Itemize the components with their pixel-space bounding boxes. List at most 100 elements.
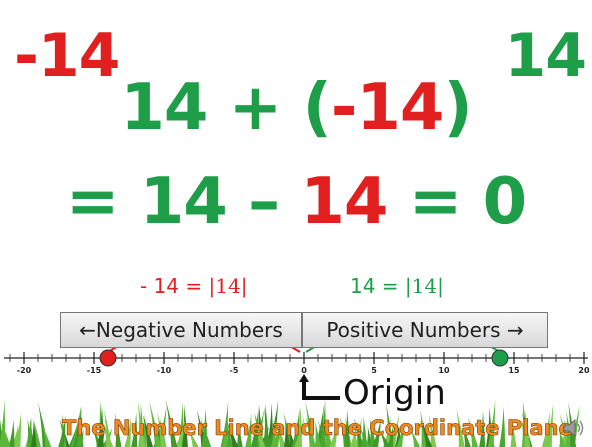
grass-blade [456, 408, 465, 447]
grass-blade [322, 411, 333, 447]
grass-blade [250, 407, 259, 447]
grass-blade [274, 416, 286, 447]
grass-blade [8, 419, 15, 447]
grass-blade [156, 411, 167, 447]
grass-blade [263, 403, 270, 447]
absolute-value-negative: - 14 = |14| [140, 274, 247, 298]
grass-blade [305, 400, 316, 447]
grass-blade [0, 399, 6, 447]
grass-blade [461, 424, 472, 447]
equation-line-1: 14 + (-14) [0, 76, 592, 140]
positive-numbers-arrow: Positive Numbers → [302, 312, 548, 348]
grass-blade [295, 406, 302, 447]
grass-blade [181, 404, 188, 447]
absneg-prefix: - 14 = [140, 274, 209, 298]
grass-blade [329, 420, 338, 447]
grass-blade [410, 428, 421, 447]
grass-blade [222, 426, 229, 447]
footer-title: The Number Line and the Coordinate Plane [62, 416, 573, 440]
grass-blade [499, 406, 506, 447]
grass-blade [30, 421, 37, 447]
grass-blade [27, 418, 34, 447]
grass-blade [558, 419, 569, 447]
grass-blade [175, 417, 186, 447]
grass-blade [104, 409, 112, 447]
number-line: -20 -15 -10 -5 0 5 10 15 20 [4, 349, 590, 375]
origin-arrow-icon [299, 374, 340, 400]
grass-blade [372, 417, 382, 447]
tick-label: -10 [157, 366, 172, 375]
grass-blade [319, 399, 326, 447]
abspos-bars: |14| [404, 274, 444, 298]
grass-blade [344, 409, 351, 447]
grass-blade [267, 412, 278, 447]
tick-label: 10 [438, 366, 450, 375]
grass-blade [369, 417, 377, 447]
grass-blade [545, 403, 554, 447]
grass-blade [42, 424, 52, 447]
tick-label: 0 [301, 366, 307, 375]
number-line-point [99, 349, 117, 367]
equation-line-2: = 14 – 14 = 0 [0, 170, 592, 234]
grass-blade [314, 420, 321, 447]
tick-label: -5 [230, 366, 239, 375]
abspos-prefix: 14 = [350, 274, 405, 298]
grass-blade [353, 417, 365, 447]
grass-blade [76, 428, 84, 447]
grass-blade [383, 417, 391, 447]
grass-blade [236, 422, 243, 447]
grass-blade [387, 424, 394, 447]
grass-blade [272, 421, 281, 447]
grass-blade [187, 428, 199, 447]
grass-blade [378, 428, 391, 447]
number-line-point [491, 349, 509, 367]
speaker-icon[interactable] [562, 418, 584, 438]
negative-numbers-arrow: ←Negative Numbers [60, 312, 302, 348]
negative-corner-number: -14 [14, 21, 120, 91]
grass-blade [58, 415, 66, 447]
grass-blade [396, 420, 405, 447]
absneg-bars: |14| [208, 274, 248, 298]
grass-blade [283, 421, 290, 447]
grass-blade [253, 412, 266, 447]
grass-decoration [0, 399, 580, 447]
eq1-part-b: -14 [330, 71, 445, 145]
grass-blade [524, 408, 531, 447]
eq1-part-c: ) [443, 71, 472, 145]
grass-blade [479, 410, 486, 447]
grass-blade [124, 417, 131, 447]
absolute-value-positive: 14 = |14| [350, 274, 444, 298]
grass-blade [388, 414, 400, 447]
grass-blade [142, 414, 154, 447]
grass-blade [97, 405, 104, 447]
grass-blade [165, 399, 178, 447]
grass-blade [115, 413, 122, 447]
tick-label: 5 [371, 366, 377, 375]
grass-blade [420, 419, 433, 447]
grass-blade [487, 399, 496, 447]
grass-blade [361, 416, 368, 447]
eq1-part-a: 14 + ( [120, 71, 331, 145]
tick-label: -15 [87, 366, 102, 375]
tick-label: 20 [578, 366, 590, 375]
eq2-part-b: 14 [300, 165, 388, 239]
grass-blade [428, 414, 437, 447]
grass-blade [467, 416, 479, 447]
grass-blade [201, 407, 208, 447]
grass-blade [131, 412, 138, 447]
tick-label: 15 [508, 366, 520, 375]
grass-blade [541, 410, 551, 447]
origin-label: Origin [343, 373, 446, 413]
grass-blade [245, 412, 252, 447]
grass-blade [349, 424, 357, 447]
grass-blade [226, 421, 233, 447]
grass-blade [14, 412, 22, 447]
grass-blade [226, 420, 239, 447]
eq2-part-c: = 0 [387, 165, 527, 239]
tick-label: -20 [17, 366, 32, 375]
positive-corner-number: 14 [504, 21, 587, 91]
grass-blade [76, 407, 83, 447]
grass-blade [559, 428, 566, 447]
grass-blade [137, 400, 146, 447]
